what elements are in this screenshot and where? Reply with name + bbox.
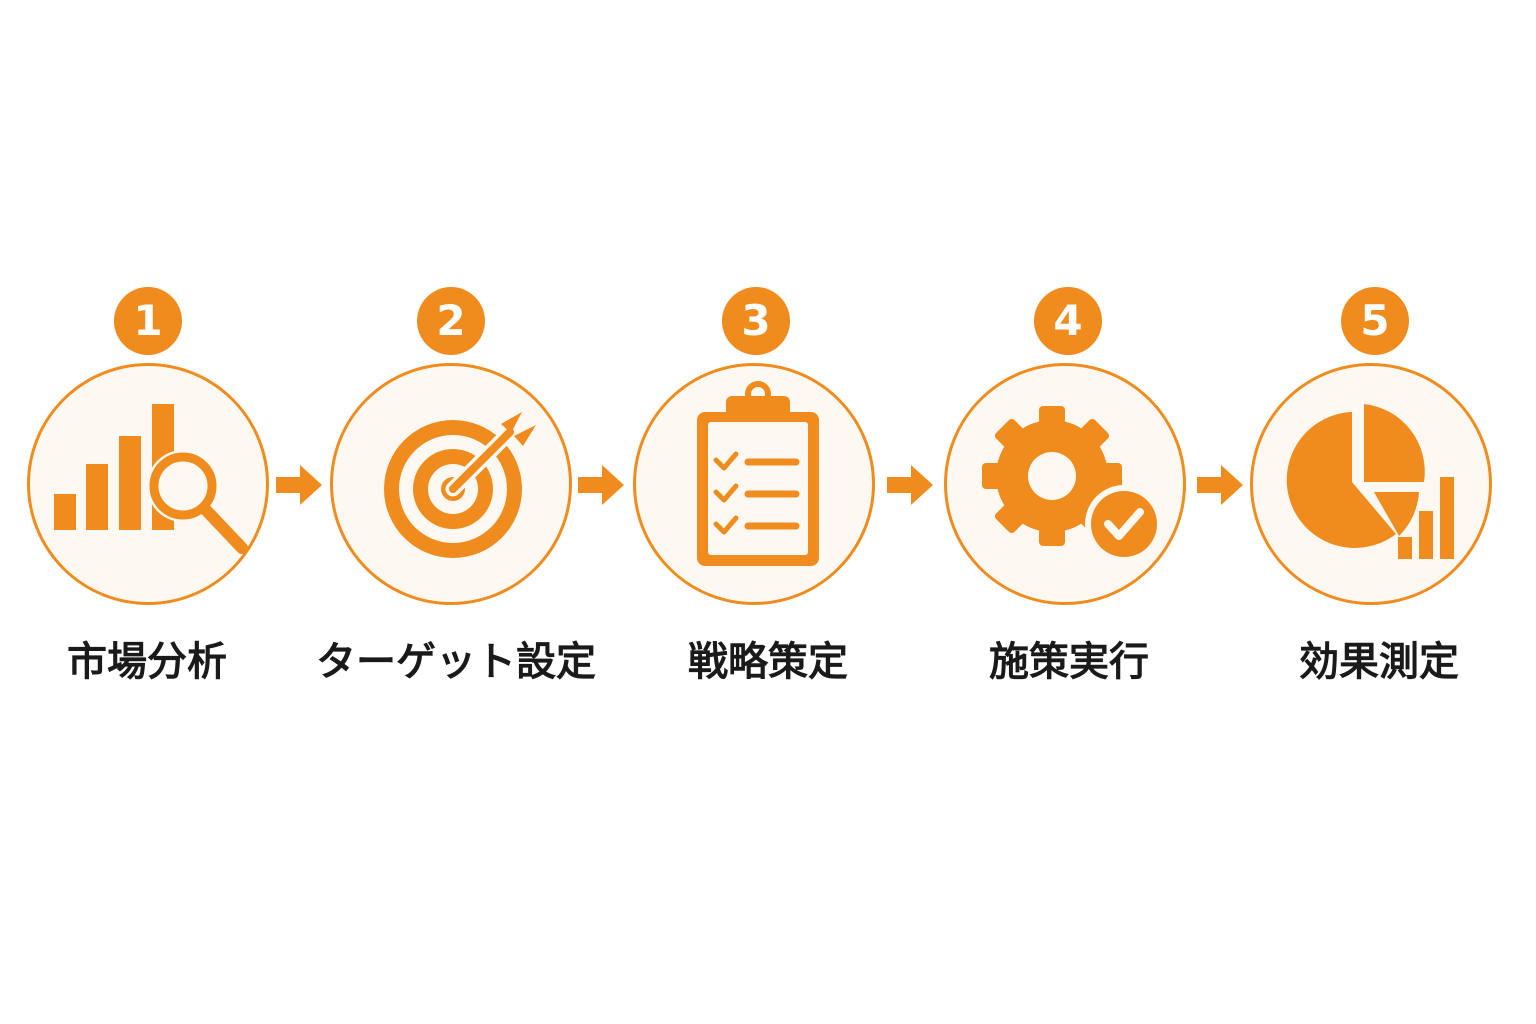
- step-5-number: 5: [1341, 287, 1409, 355]
- step-2-number: 2: [417, 287, 485, 355]
- step-5-label: 効果測定: [1299, 639, 1459, 685]
- clipboard-checklist-icon: [697, 381, 819, 566]
- arrow-right-icon: [578, 465, 624, 505]
- step-5-circle: [1250, 363, 1492, 605]
- step-3-label: 戦略策定: [688, 639, 848, 685]
- step-4-number: 4: [1034, 287, 1102, 355]
- step-3-number: 3: [722, 287, 790, 355]
- step-2-circle: [330, 363, 572, 605]
- step-1-circle: [27, 363, 269, 605]
- pie-chart-bars-icon: [1286, 404, 1454, 559]
- target-arrow-icon: [384, 412, 536, 558]
- step-1-label: 市場分析: [67, 639, 227, 685]
- arrow-right-icon: [887, 465, 933, 505]
- step-1-number: 1: [114, 287, 182, 355]
- step-4-circle: [944, 363, 1186, 605]
- step-2-label: ターゲット設定: [316, 639, 596, 685]
- bar-chart-magnifier-icon: [54, 404, 248, 554]
- arrow-right-icon: [276, 465, 322, 505]
- arrow-right-icon: [1197, 465, 1243, 505]
- step-3-circle: [633, 363, 875, 605]
- step-4-label: 施策実行: [989, 639, 1149, 685]
- gear-check-icon: [982, 406, 1163, 563]
